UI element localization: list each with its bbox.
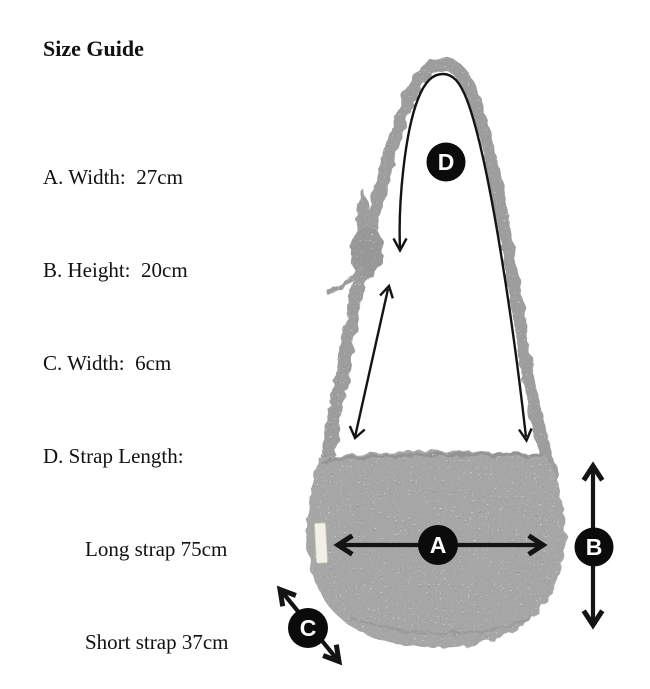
- size-guide-title: Size Guide: [43, 36, 144, 61]
- strap-arrow-loop-line: [398, 72, 528, 438]
- strap-arrow-lower-segment: [353, 288, 390, 438]
- dimension-markers: D A B C: [288, 142, 614, 648]
- arrowhead-down: [581, 609, 605, 630]
- arrowhead-up-at-knot: [379, 283, 394, 299]
- measurement-line-a: A. Width: 27cm: [43, 165, 183, 189]
- measurement-line-d: D. Strap Length:: [43, 444, 184, 468]
- marker-b-letter: B: [586, 534, 603, 560]
- marker-d-letter: D: [438, 149, 455, 175]
- arrowhead-down-right: [322, 644, 343, 666]
- arrowhead-down-at-bag: [348, 425, 366, 440]
- arrowhead-right: [527, 533, 548, 557]
- strap-knot: [350, 227, 384, 277]
- arrowhead-left: [333, 533, 354, 557]
- strap-knot-tail: [325, 265, 362, 294]
- measurement-line-b: B. Height: 20cm: [43, 258, 188, 282]
- arrowhead-down-left-of-loop: [392, 237, 408, 254]
- marker-d-circle: [426, 142, 466, 182]
- bag-bottom-seam: [349, 615, 533, 635]
- strap-length-arrow-d: [348, 72, 533, 444]
- marker-c-letter: C: [300, 615, 317, 641]
- marker-b-circle: [574, 527, 614, 567]
- strap-detail-long: Long strap 75cm: [85, 537, 228, 561]
- measurement-line-c: C. Width: 6cm: [43, 351, 172, 375]
- bag-care-tag: [314, 522, 328, 564]
- bag-strap: [321, 57, 560, 483]
- arrowhead-down-right-of-loop: [518, 428, 533, 444]
- arrowhead-up: [581, 461, 605, 482]
- arrowhead-up-left: [276, 585, 297, 607]
- marker-c-circle: [288, 608, 328, 648]
- marker-a-letter: A: [430, 532, 447, 558]
- marker-a-circle: [418, 525, 458, 565]
- strap-detail-short: Short strap 37cm: [85, 630, 229, 654]
- bag-top-seam: [320, 452, 544, 464]
- measurement-list: A. Width: 27cm B. Height: 20cm C. Width:…: [43, 100, 228, 689]
